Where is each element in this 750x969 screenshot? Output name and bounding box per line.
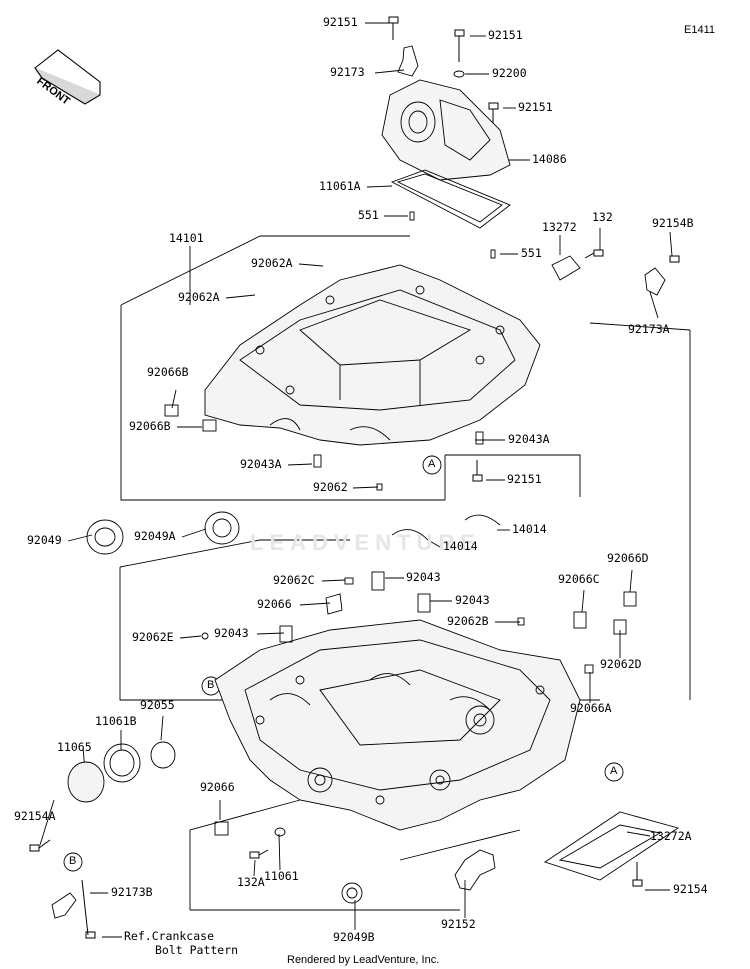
part-label[interactable]: 92173 xyxy=(330,65,365,79)
part-label[interactable]: 92151 xyxy=(518,100,553,114)
part-label[interactable]: 92066C xyxy=(558,572,600,586)
part-label[interactable]: 92062C xyxy=(273,573,315,587)
part-label[interactable]: 92066B xyxy=(129,419,171,433)
part-label[interactable]: 92049B xyxy=(333,930,375,944)
part-label[interactable]: 92200 xyxy=(492,66,527,80)
part-label[interactable]: 14014 xyxy=(443,539,478,553)
part-label[interactable]: 92152 xyxy=(441,917,476,931)
part-label[interactable]: 92043A xyxy=(240,457,282,471)
callout-b: B xyxy=(207,679,215,691)
callout-a: A xyxy=(610,765,618,777)
part-label[interactable]: 11065 xyxy=(57,740,92,754)
part-label[interactable]: 92154 xyxy=(673,882,708,896)
part-label[interactable]: 92151 xyxy=(488,28,523,42)
part-label[interactable]: 92062 xyxy=(313,480,348,494)
part-label[interactable]: 551 xyxy=(358,208,379,222)
bolt-icon xyxy=(29,16,680,939)
part-label[interactable]: 92151 xyxy=(507,472,542,486)
part-label[interactable]: 92066D xyxy=(607,551,649,565)
part-label[interactable]: 14086 xyxy=(532,152,567,166)
gasket-11061a xyxy=(390,169,511,229)
part-label[interactable]: 13272A xyxy=(650,829,692,843)
part-label[interactable]: 132A xyxy=(237,875,265,889)
upper-crankcase xyxy=(204,264,541,446)
ref-note-line-2: Bolt Pattern xyxy=(155,943,239,957)
part-label[interactable]: 92173B xyxy=(111,885,153,899)
part-label[interactable]: 14014 xyxy=(512,522,547,536)
part-label[interactable]: 551 xyxy=(521,246,542,260)
part-label[interactable]: 92055 xyxy=(140,698,175,712)
oil-seal xyxy=(86,511,363,904)
watermark: LEADVENTURE xyxy=(250,530,482,555)
part-label[interactable]: 132 xyxy=(592,210,613,224)
callout-b: B xyxy=(69,855,77,867)
part-label[interactable]: 92154A xyxy=(14,809,56,823)
part-label[interactable]: 92049A xyxy=(134,529,176,543)
part-label[interactable]: 92049 xyxy=(27,533,62,547)
part-label[interactable]: 92043 xyxy=(214,626,249,640)
part-label[interactable]: 92062A xyxy=(178,290,220,304)
figure-code: E1411 xyxy=(684,24,715,36)
part-label[interactable]: 92066 xyxy=(257,597,292,611)
front-arrow-icon xyxy=(33,49,101,105)
callout-a: A xyxy=(428,458,436,470)
part-label[interactable]: 92043A xyxy=(508,432,550,446)
part-label[interactable]: 92043 xyxy=(406,570,441,584)
part-label[interactable]: 92066B xyxy=(147,365,189,379)
part-label[interactable]: 92173A xyxy=(628,322,670,336)
part-label[interactable]: 92043 xyxy=(455,593,490,607)
part-label[interactable]: 14101 xyxy=(169,231,204,245)
cover-14086 xyxy=(381,79,511,181)
part-label[interactable]: 92154B xyxy=(652,216,694,230)
footer-credit: Rendered by LeadVenture, Inc. xyxy=(287,954,440,966)
part-label[interactable]: 11061 xyxy=(264,869,299,883)
part-label[interactable]: 92062A xyxy=(251,256,293,270)
part-label[interactable]: 11061A xyxy=(319,179,361,193)
part-label[interactable]: 13272 xyxy=(542,220,577,234)
part-label[interactable]: 92062E xyxy=(132,630,174,644)
part-label[interactable]: 11061B xyxy=(95,714,137,728)
part-label[interactable]: 92151 xyxy=(323,15,358,29)
part-label[interactable]: 92062B xyxy=(447,614,489,628)
part-label[interactable]: 92062D xyxy=(600,657,642,671)
lower-crankcase xyxy=(214,619,581,831)
part-label[interactable]: 92066A xyxy=(570,701,612,715)
part-label[interactable]: 92066 xyxy=(200,780,235,794)
ref-note-line-1: Ref.Crankcase xyxy=(124,929,215,943)
